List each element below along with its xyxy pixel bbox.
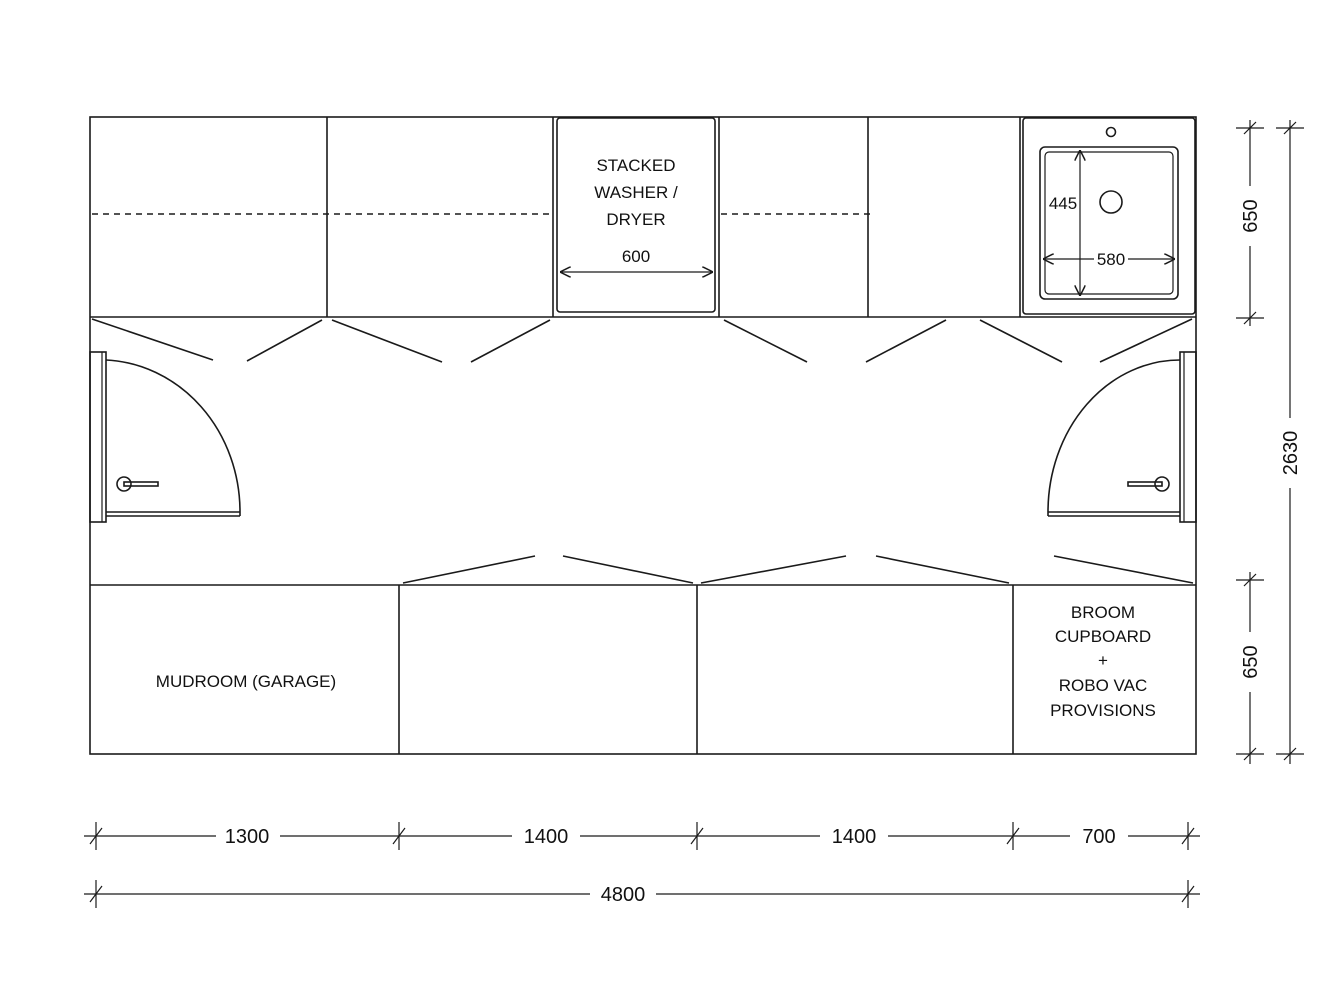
washer-dryer-box bbox=[556, 117, 716, 313]
broom-label-line-3: + bbox=[1098, 651, 1108, 670]
drain-icon bbox=[1099, 190, 1123, 214]
washer-label-line-2: WASHER / bbox=[594, 183, 678, 202]
cabinet-door-swing bbox=[700, 555, 847, 584]
dim-tick bbox=[1243, 311, 1257, 325]
dim-label-right-total: 2630 bbox=[1280, 431, 1302, 476]
dim-tick bbox=[1243, 573, 1257, 587]
right-door-handle-lever bbox=[1127, 481, 1163, 487]
tap-hole-icon bbox=[1105, 126, 1117, 138]
dim-tick bbox=[690, 827, 704, 845]
sink-depth-label: 445 bbox=[1049, 194, 1077, 213]
dim-tick bbox=[1283, 121, 1297, 135]
dim-tick bbox=[89, 827, 103, 845]
broom-label-line-2: CUPBOARD bbox=[1055, 627, 1151, 646]
sink-bowl-inner bbox=[1044, 151, 1174, 295]
sink-bowl-outer bbox=[1039, 146, 1179, 300]
washer-label-line-1: STACKED bbox=[596, 156, 675, 175]
cabinet-door-swing bbox=[470, 319, 551, 363]
mudroom-label: MUDROOM (GARAGE) bbox=[156, 672, 336, 691]
dim-tick bbox=[392, 827, 406, 845]
right-door-jamb bbox=[1179, 351, 1197, 523]
left-door-jamb bbox=[89, 351, 107, 523]
cabinet-door-swing bbox=[979, 319, 1063, 363]
dim-tick bbox=[1181, 885, 1195, 903]
cabinet-door-swing bbox=[865, 319, 947, 363]
right-door-swing-arc bbox=[1047, 359, 1181, 513]
dim-tick bbox=[1243, 747, 1257, 761]
cabinet-door-swing bbox=[723, 319, 808, 363]
dim-label-700: 700 bbox=[1082, 826, 1115, 848]
washer-label-line-3: DRYER bbox=[606, 210, 665, 229]
dim-label-right-top: 650 bbox=[1240, 199, 1262, 232]
cabinet-door-swing bbox=[1099, 318, 1193, 363]
cabinet-door-swing bbox=[91, 318, 214, 361]
broom-label-line-4: ROBO VAC bbox=[1059, 676, 1147, 695]
cabinet-door-swing bbox=[875, 555, 1010, 584]
dim-label-right-bottom: 650 bbox=[1240, 645, 1262, 678]
cabinet-door-swing bbox=[246, 319, 323, 362]
dim-tick bbox=[1006, 827, 1020, 845]
dim-tick bbox=[1181, 827, 1195, 845]
left-door-handle-lever bbox=[123, 481, 159, 487]
cabinet-door-swing bbox=[1053, 555, 1194, 584]
dim-label-1300: 1300 bbox=[225, 826, 270, 848]
dim-label-1400-b: 1400 bbox=[832, 826, 877, 848]
dim-tick bbox=[89, 885, 103, 903]
left-door-swing-arc bbox=[105, 359, 241, 513]
broom-label-line-1: BROOM bbox=[1071, 603, 1135, 622]
dim-tick bbox=[1243, 121, 1257, 135]
cabinet-door-swing bbox=[562, 555, 694, 584]
dim-label-4800: 4800 bbox=[601, 884, 646, 906]
broom-label-line-5: PROVISIONS bbox=[1050, 701, 1156, 720]
cabinet-door-swing bbox=[402, 555, 536, 584]
sink-cabinet bbox=[1022, 117, 1196, 315]
sink-width-label: 580 bbox=[1097, 250, 1125, 269]
dim-label-1400-a: 1400 bbox=[524, 826, 569, 848]
washer-width-label: 600 bbox=[622, 247, 650, 266]
left-door-handle-icon bbox=[116, 476, 132, 492]
dim-tick bbox=[1283, 747, 1297, 761]
right-door-handle-icon bbox=[1154, 476, 1170, 492]
cabinet-door-swing bbox=[331, 319, 443, 363]
